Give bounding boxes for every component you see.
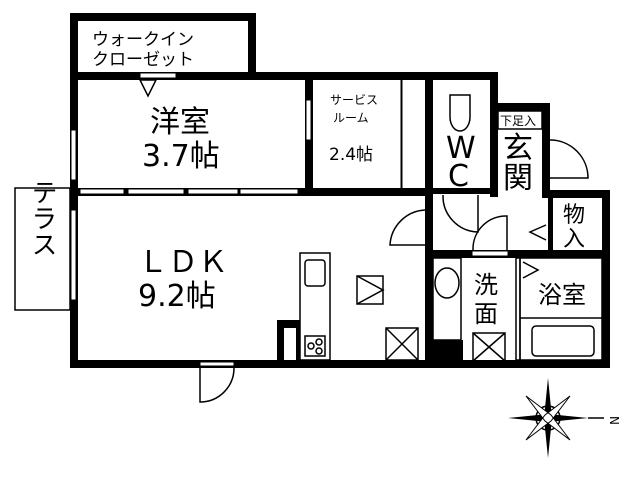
walk-in-closet-label-1: ウォークイン xyxy=(92,30,194,50)
western-room-name: 洋室 xyxy=(150,105,210,140)
ldk-door-icon[interactable] xyxy=(389,209,426,246)
washer-space-icon xyxy=(472,332,506,362)
closet-door-marker-icon xyxy=(138,79,158,98)
washroom-label-2: 面 xyxy=(474,300,498,328)
toilet-icon xyxy=(449,94,471,132)
storage-label-1: 物 xyxy=(563,203,585,228)
service-room-label-1: サービス xyxy=(330,93,378,107)
wc-label-2: C xyxy=(448,159,469,194)
ldk-exit-door-icon[interactable] xyxy=(199,367,235,403)
service-room-size: 2.4帖 xyxy=(329,145,373,165)
wc-label-1: W xyxy=(446,131,476,166)
sink-icon xyxy=(434,267,460,299)
terrace-name: テラス xyxy=(27,179,57,257)
entrance-door-icon[interactable] xyxy=(549,139,589,179)
walk-in-closet-label-2: クローゼット xyxy=(92,50,194,70)
entrance-label-2: 関 xyxy=(503,161,533,196)
ldk-size: 9.2帖 xyxy=(138,279,216,314)
bathtub-icon xyxy=(531,325,595,357)
kitchen-sink-icon xyxy=(304,259,326,287)
wc-door-icon[interactable] xyxy=(442,194,479,233)
ldk-name: ＬＤＫ xyxy=(138,245,228,280)
bathroom-name: 浴室 xyxy=(538,281,586,309)
refrigerator-space-icon xyxy=(356,275,385,305)
washroom-door-icon[interactable] xyxy=(472,215,508,251)
bath-door-marker-icon xyxy=(522,261,540,279)
storage-door-marker-icon xyxy=(528,224,547,241)
entrance-label-1: 玄 xyxy=(503,131,533,166)
service-room-label-2: ルーム xyxy=(333,111,369,125)
compass-icon xyxy=(508,378,604,458)
stove-icon xyxy=(304,335,326,357)
north-label: N xyxy=(607,416,621,425)
storage-space-icon xyxy=(385,327,419,361)
terrace xyxy=(14,187,71,311)
washroom-label-1: 洗 xyxy=(474,271,498,299)
western-room-size: 3.7帖 xyxy=(142,139,220,174)
shoe-box-label: 下足入 xyxy=(500,114,536,128)
storage-label-2: 入 xyxy=(563,227,585,252)
